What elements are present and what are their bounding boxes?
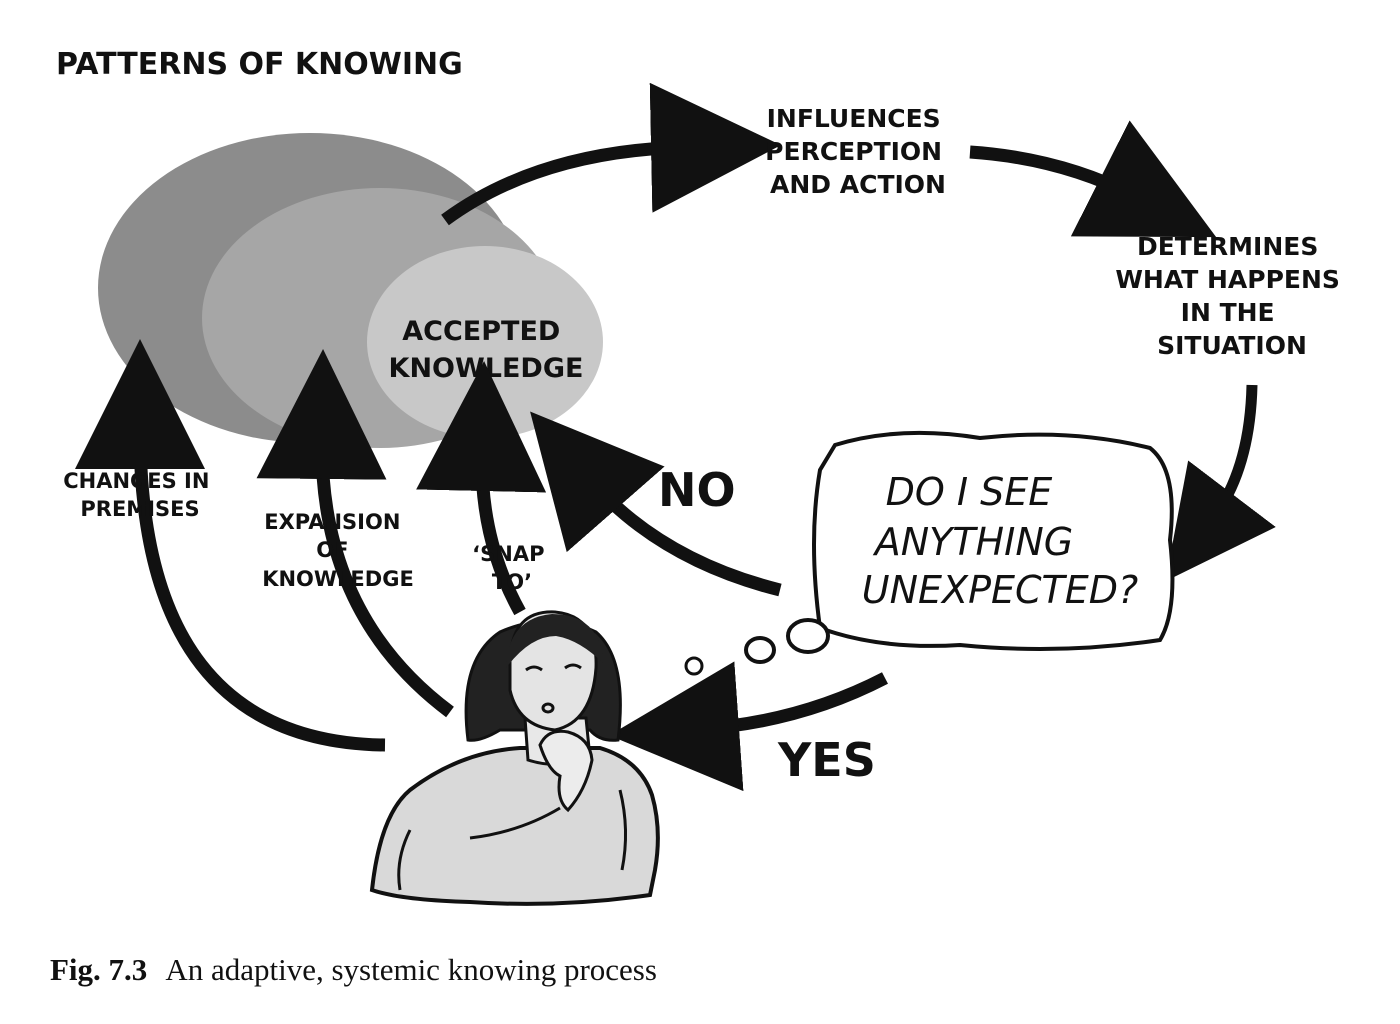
snap-to-label: ‘SNAP TO’ [472, 542, 552, 594]
arrow-no-to-knowledge [530, 411, 782, 597]
determines-label: DETERMINES WHAT HAPPENS IN THE SITUATION [1115, 232, 1348, 360]
changes-in-premises-label: CHANGES IN PREMISES [63, 469, 217, 521]
figure-caption: Fig. 7.3 An adaptive, systemic knowing pr… [50, 952, 657, 988]
expansion-of-knowledge-label: EXPANSION OF KNOWLEDGE [262, 510, 414, 591]
arrow-knowledge-to-influences [441, 82, 781, 226]
thought-dot-medium [744, 636, 776, 664]
arrow-snap-to [416, 361, 547, 616]
thinking-person-illustration [369, 610, 660, 906]
no-label: NO [658, 463, 736, 517]
arrow-yes-to-person [609, 661, 888, 792]
question-label: DO I SEE ANYTHING UNEXPECTED? [862, 470, 1138, 612]
figure-number: Fig. 7.3 [50, 952, 148, 987]
thought-dot-large [786, 618, 830, 654]
influences-label: INFLUENCES PERCEPTION AND ACTION [765, 104, 951, 199]
diagram-title: PATTERNS OF KNOWING [56, 47, 463, 82]
arrow-changes-in-premises [75, 339, 386, 752]
arrow-determines-to-question [1165, 384, 1276, 582]
arrow-influences-to-determines [969, 120, 1217, 238]
yes-label: YES [777, 733, 876, 787]
thought-dot-small [684, 656, 704, 676]
arrow-expansion-of-knowledge [256, 349, 454, 718]
figure-caption-text: An adaptive, systemic knowing process [165, 952, 657, 987]
